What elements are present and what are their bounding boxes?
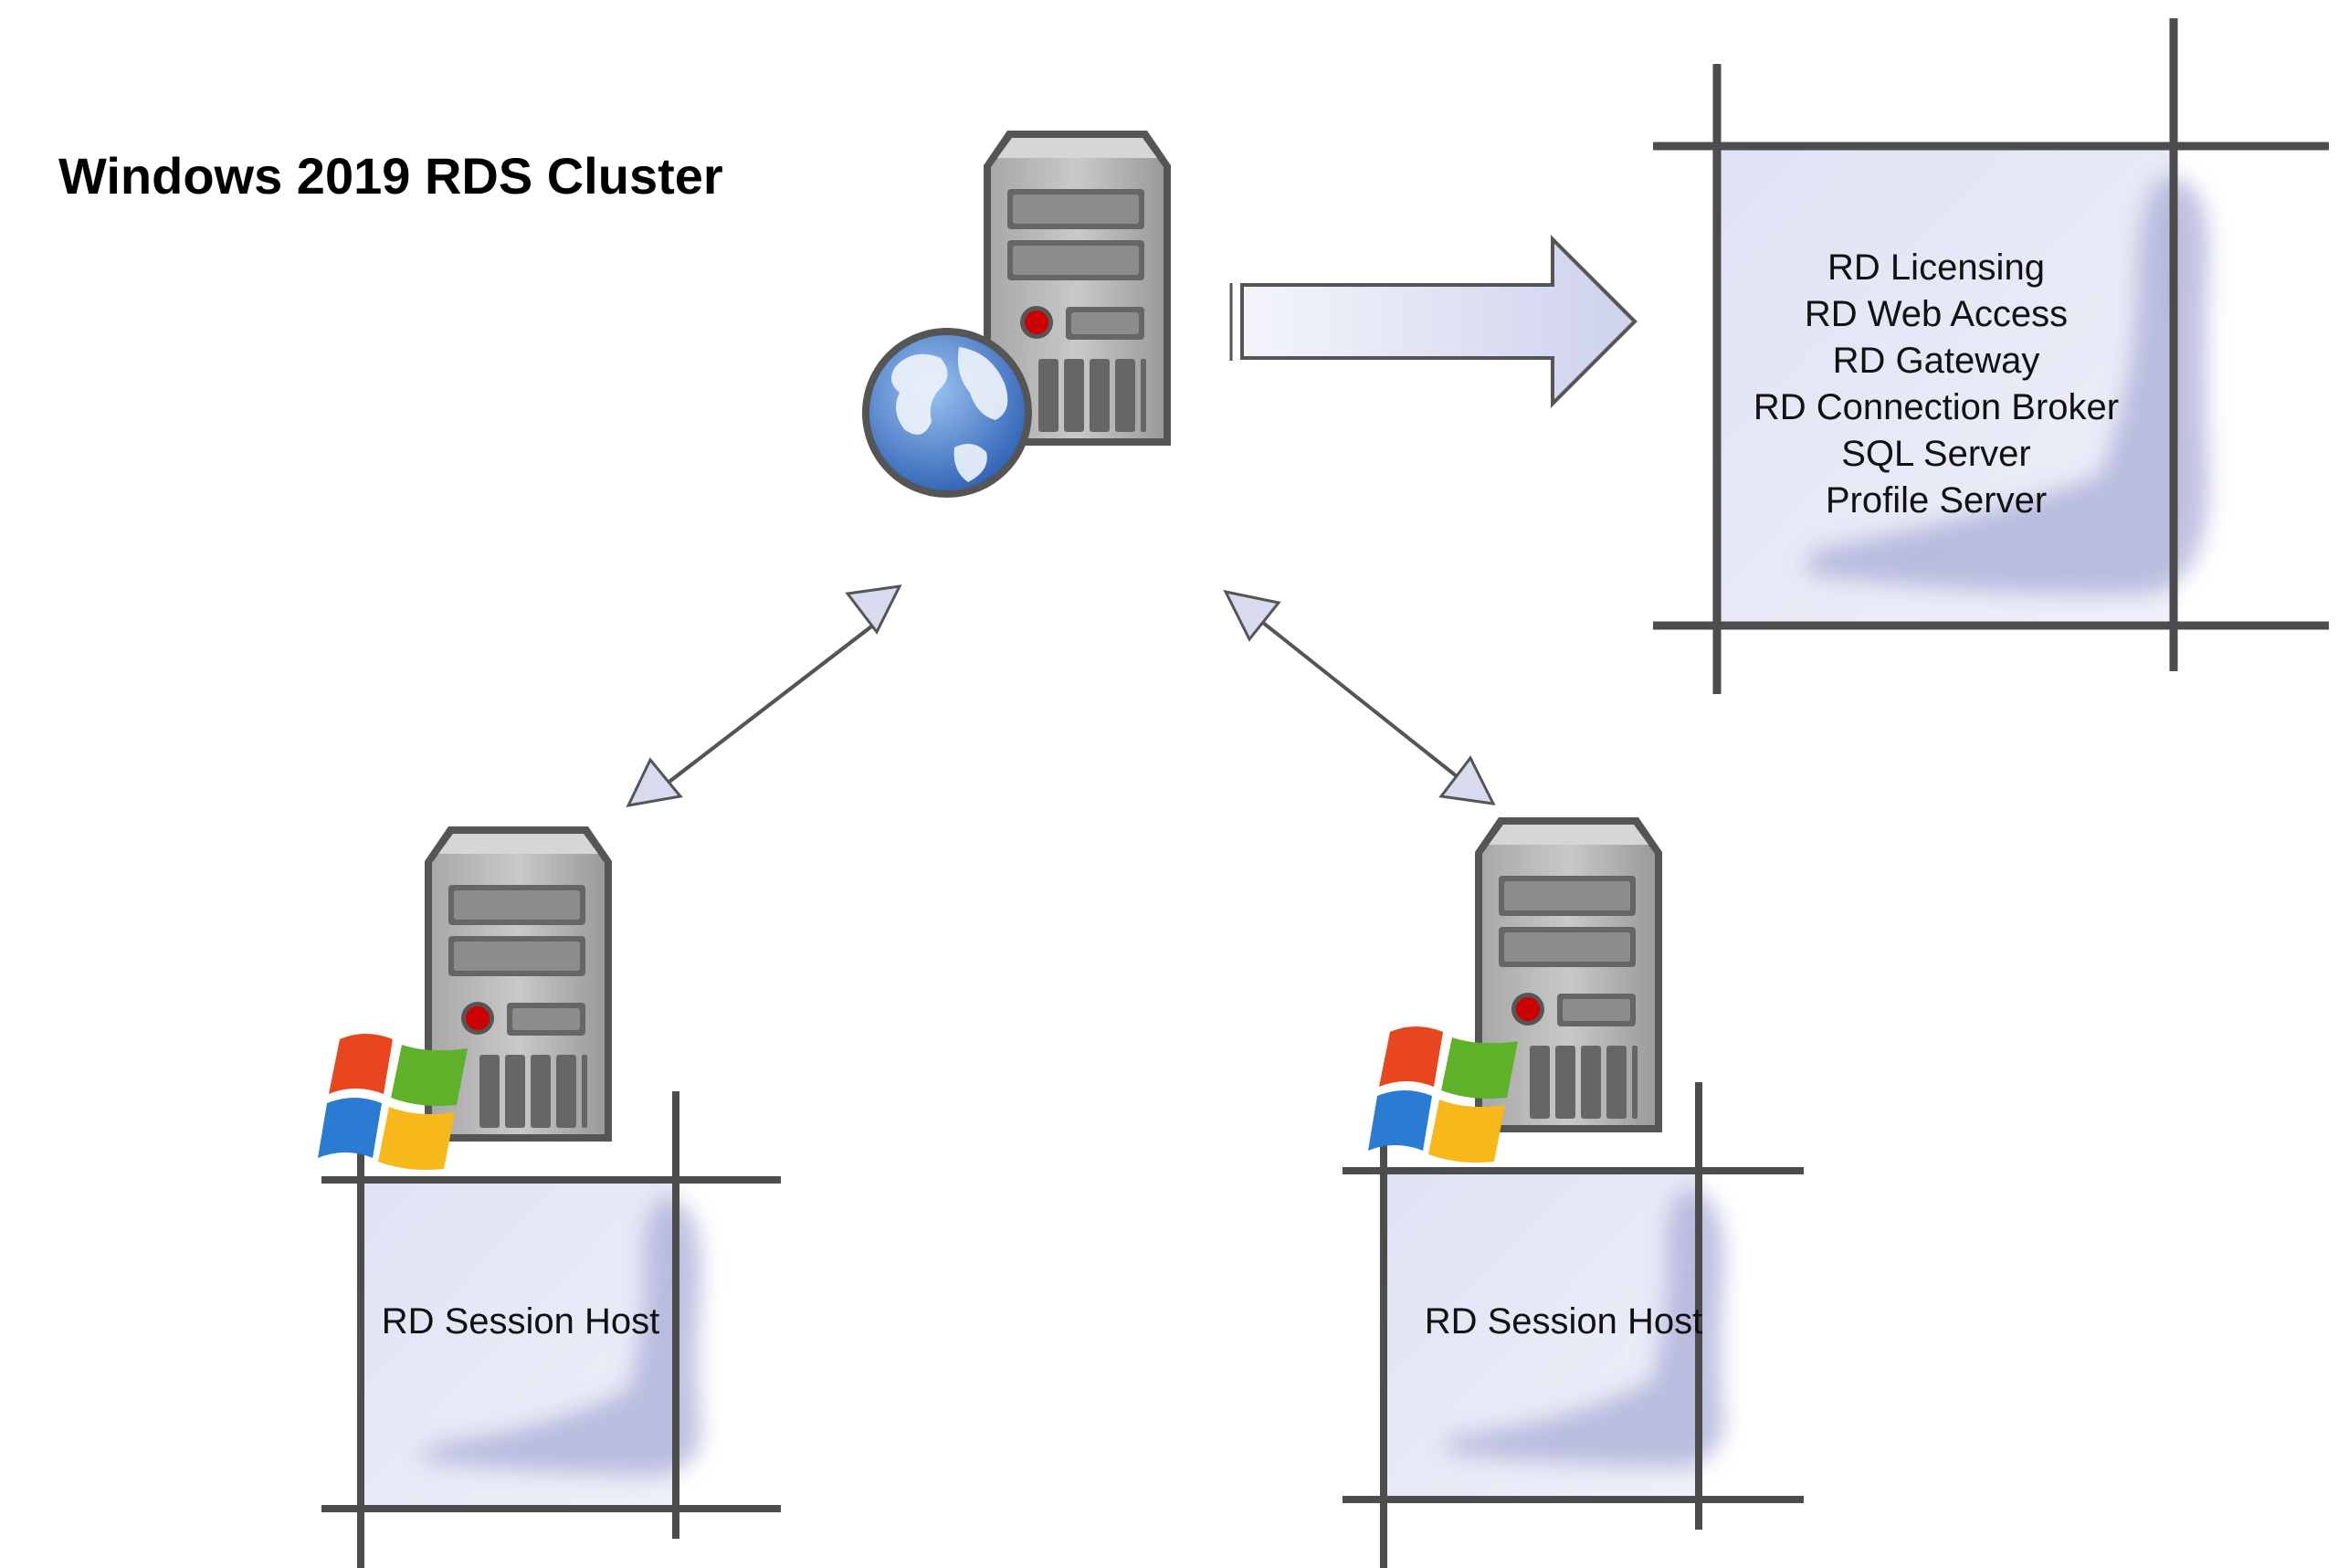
diagram-title: Windows 2019 RDS Cluster	[58, 147, 723, 205]
role-item: SQL Server	[1841, 434, 2031, 474]
session-host-box-left	[321, 1091, 781, 1568]
session-server-left	[318, 826, 612, 1170]
roles-box	[1653, 18, 2329, 694]
connector-left	[626, 584, 902, 807]
windows-logo-icon	[1368, 1026, 1518, 1163]
role-item: RD Licensing	[1827, 247, 2045, 288]
session-host-box-right	[1343, 1082, 1804, 1568]
session-host-label-right: RD Session Host	[1424, 1301, 1703, 1342]
role-item: RD Connection Broker	[1753, 387, 2120, 427]
windows-logo-icon	[318, 1034, 468, 1170]
globe-icon	[862, 328, 1032, 498]
role-item: RD Web Access	[1804, 294, 2069, 334]
roles-list: RD Licensing RD Web Access RD Gateway RD…	[1717, 245, 2155, 524]
connector-right	[1223, 589, 1496, 805]
session-host-label-left: RD Session Host	[381, 1301, 660, 1342]
role-item: RD Gateway	[1832, 341, 2040, 381]
connector-arrow-to-roles	[1229, 235, 1638, 408]
web-server	[862, 131, 1171, 498]
session-server-right	[1368, 817, 1662, 1163]
role-item: Profile Server	[1825, 480, 2048, 521]
